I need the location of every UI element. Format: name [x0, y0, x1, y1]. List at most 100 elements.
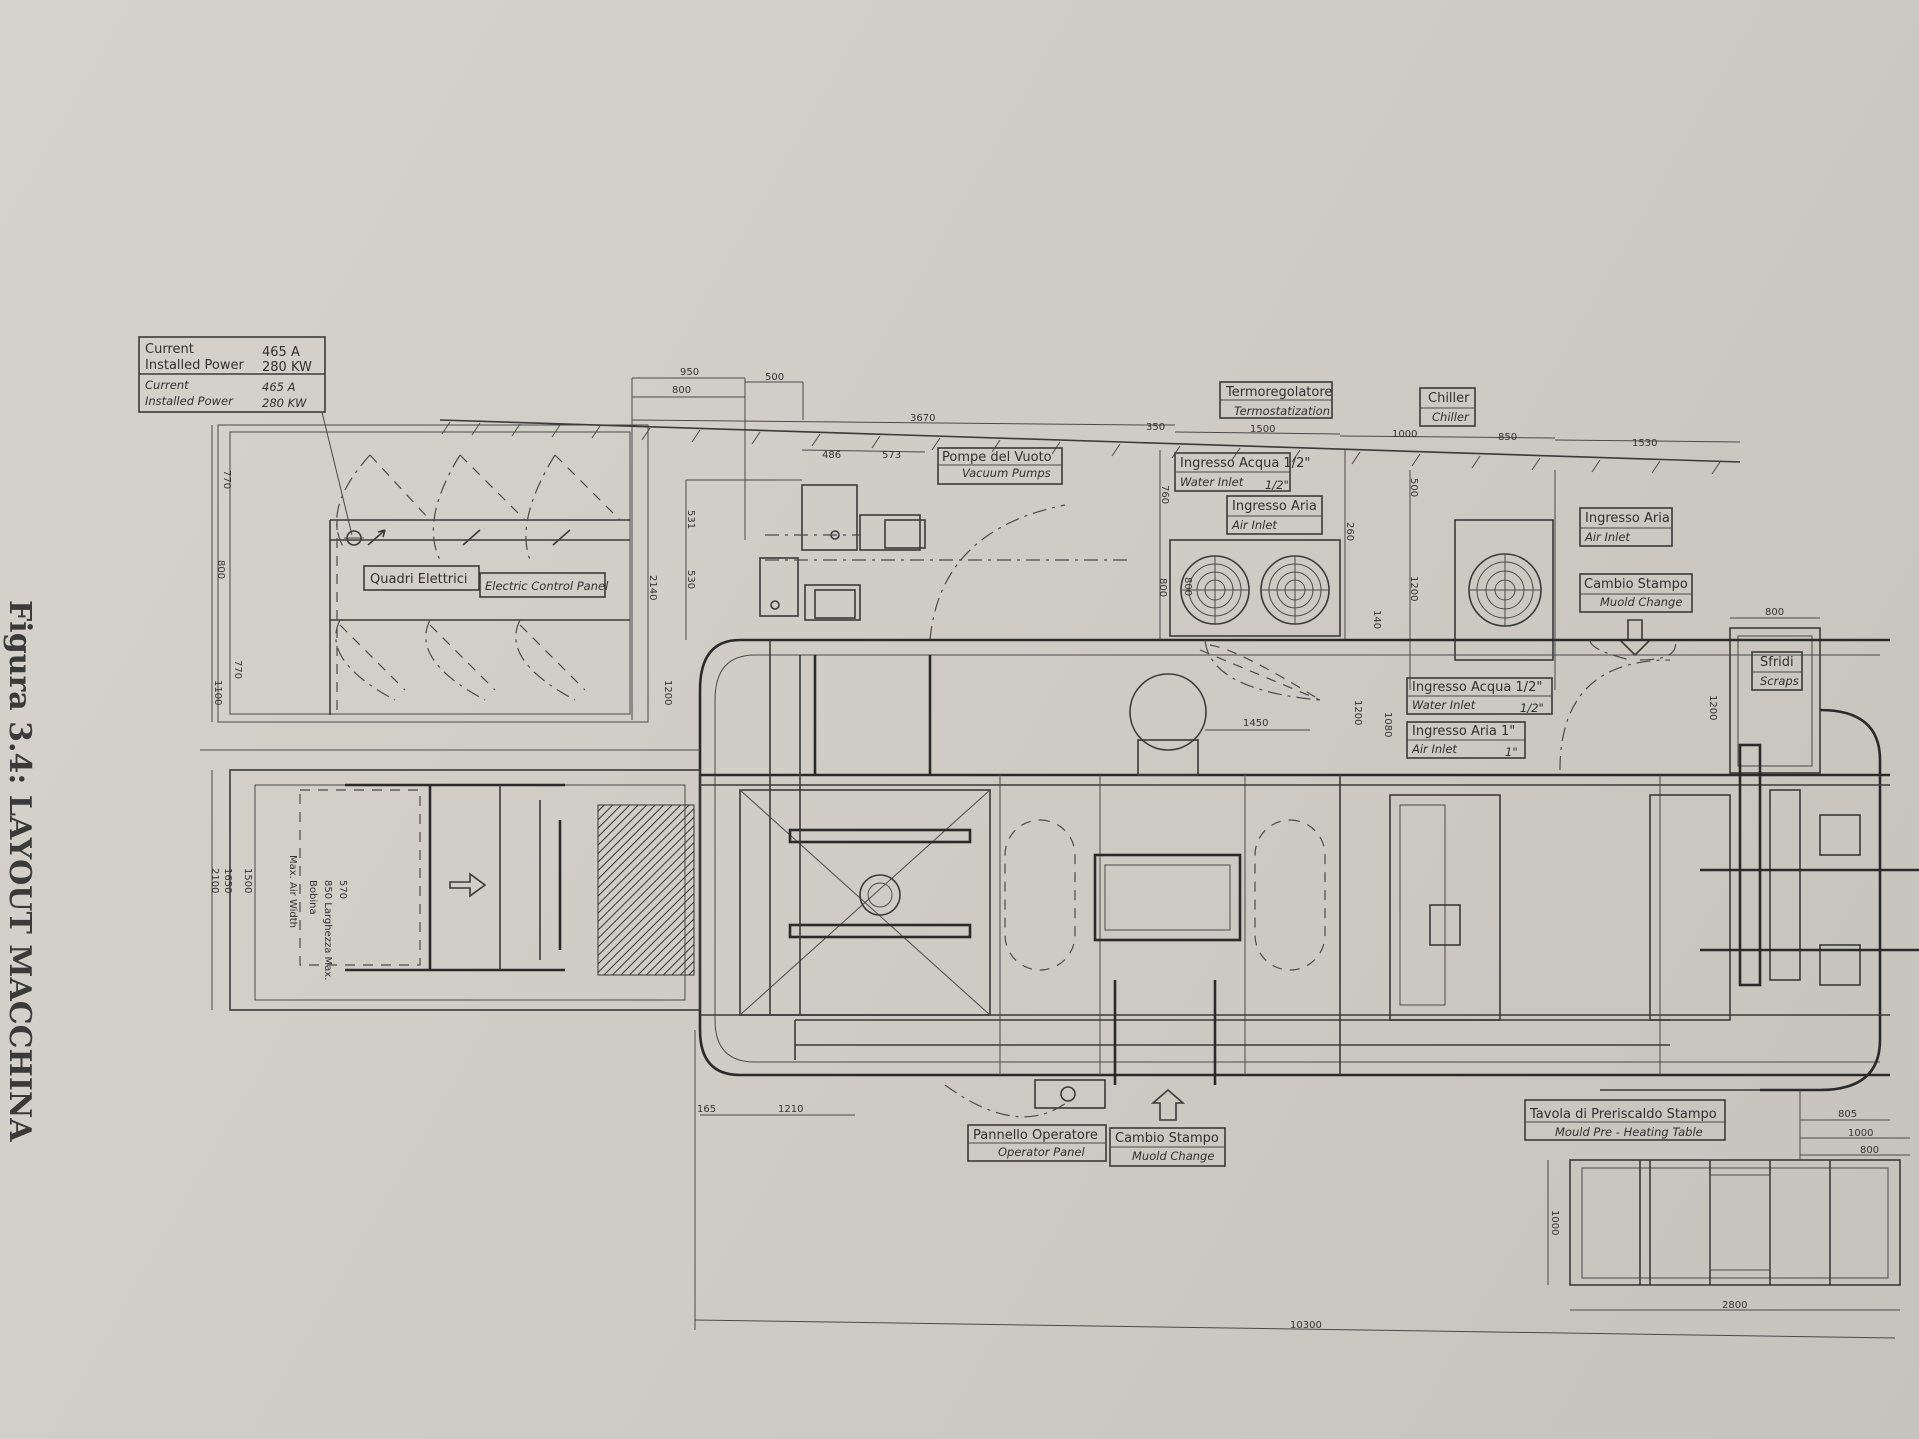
dim-500: 500: [765, 372, 784, 383]
ingresso-aria-top-label: Ingresso Aria: [1232, 499, 1317, 514]
dim-770-a: 770: [221, 470, 232, 489]
dim-570: 570: [337, 880, 348, 899]
dim-800-c: 800: [1157, 578, 1168, 597]
dim-760: 760: [1159, 485, 1170, 504]
air-inlet-right-label: Air Inlet: [1584, 530, 1630, 544]
tavola-preriscaldo-label: Tavola di Preriscaldo Stampo: [1529, 1107, 1717, 1122]
scraps-area: Sfridi Scraps 800 1200: [1707, 607, 1821, 774]
sfridi-label: Sfridi: [1760, 655, 1794, 670]
dim-1200-b: 1200: [1408, 576, 1419, 601]
water-inlet-top-size: 1/2": [1265, 478, 1289, 492]
right-arrow-icon: [449, 872, 487, 898]
dim-800-top: 800: [1765, 607, 1784, 618]
dim-531: 531: [685, 510, 696, 529]
machine-frame: 800 1450 1200 1080: [698, 577, 1919, 1092]
dim-1500: 1500: [1250, 424, 1275, 435]
dim-950: 950: [680, 367, 699, 378]
installed-power-label: Installed Power: [145, 358, 244, 373]
dim-500-b: 500: [1408, 478, 1419, 497]
termostatization-label: Termostatization: [1234, 404, 1330, 418]
pompe-vuoto-label: Pompe del Vuoto: [942, 450, 1052, 465]
dim-2140: 2140: [647, 575, 658, 600]
max-air-width-label: Max. Air Width: [287, 855, 298, 928]
utilities-area: Termoregolatore Termostatization Chiller…: [1157, 381, 1693, 690]
ingresso-aria-mid-label: Ingresso Aria 1": [1412, 724, 1515, 739]
current-label-italic: Current: [145, 378, 189, 392]
bottom-dimension-chain: 165 1210 10300 805 1000 800: [694, 1030, 1910, 1339]
air-inlet-top-label: Air Inlet: [1231, 518, 1277, 532]
mould-change-top-label: Muold Change: [1600, 595, 1682, 609]
dim-140: 140: [1371, 610, 1382, 629]
unwinder-area: 2100 1650 1500 850 Larghezza Max. Bobina…: [200, 749, 701, 1011]
scraps-label: Scraps: [1760, 674, 1799, 688]
water-inlet-top-label: Water Inlet: [1180, 475, 1244, 489]
dim-800-c-2: 800: [1182, 577, 1193, 596]
installed-power-label-italic: Installed Power: [145, 394, 234, 408]
current-value: 465 A: [262, 345, 300, 360]
vacuum-pumps-area: 486 573 531 530 2140 1200 Pompe del Vuot…: [647, 447, 1130, 705]
power-info-box: Current 465 A Installed Power 280 KW Cur…: [138, 336, 353, 536]
installed-power-value-italic: 280 KW: [262, 396, 307, 410]
dim-530: 530: [685, 570, 696, 589]
figure-caption: Figura 3.4: LAYOUT MACCHINA: [2, 600, 37, 1142]
dim-1530: 1530: [1632, 438, 1657, 449]
cambio-stampo-top-label: Cambio Stampo: [1584, 577, 1688, 592]
dim-800-e: 800: [1860, 1145, 1879, 1156]
dim-2800: 2800: [1722, 1300, 1747, 1311]
water-inlet-mid-label: Water Inlet: [1412, 698, 1476, 712]
air-inlet-mid-size: 1": [1505, 745, 1518, 759]
installed-power-value: 280 KW: [262, 360, 312, 375]
mould-preheating-label: Mould Pre - Heating Table: [1555, 1125, 1703, 1139]
mid-inlets: Ingresso Acqua 1/2" Water Inlet 1/2" Ing…: [1406, 677, 1553, 759]
dim-1100: 1100: [212, 680, 223, 705]
fan-icon: [1260, 555, 1330, 625]
dim-573: 573: [882, 450, 901, 461]
hatched-block: [597, 804, 695, 976]
dim-1000-b: 1000: [1848, 1128, 1873, 1139]
down-arrow-icon: [1618, 619, 1652, 657]
water-inlet-mid-size: 1/2": [1520, 701, 1544, 715]
pannello-operatore-label: Pannello Operatore: [973, 1128, 1098, 1143]
dim-1200-a: 1200: [662, 680, 673, 705]
mould-change-bottom-label: Muold Change: [1132, 1149, 1214, 1163]
chiller-label-it: Chiller: [1428, 391, 1470, 406]
electric-control-panel-label: Electric Control Panel: [485, 579, 609, 593]
ingresso-acqua-mid-label: Ingresso Acqua 1/2": [1412, 680, 1542, 695]
current-label: Current: [145, 342, 194, 357]
dim-770-b: 770: [232, 660, 243, 679]
dim-850: 850: [1498, 432, 1517, 443]
dim-1210: 1210: [778, 1104, 803, 1115]
larghezza-label: 850 Larghezza Max.: [322, 880, 333, 980]
dim-1080: 1080: [1382, 712, 1393, 737]
fan-icon: [1468, 553, 1542, 627]
fan-icon: [1180, 555, 1250, 625]
top-dimension-chain: 950 500 800 3670 350 1500 1000 850 1530: [439, 367, 1741, 720]
dim-1650: 1650: [222, 868, 233, 893]
dim-1200-d: 1200: [1707, 695, 1718, 720]
current-value-italic: 465 A: [262, 380, 296, 394]
dim-165: 165: [697, 1104, 716, 1115]
electric-panels-area: Quadri Elettrici Electric Control Panel …: [211, 424, 649, 723]
air-inlet-mid-label: Air Inlet: [1411, 742, 1457, 756]
dim-1000-c: 1000: [1549, 1210, 1560, 1235]
dim-2100: 2100: [209, 868, 220, 893]
dim-1450: 1450: [1243, 718, 1268, 729]
chiller-label-en: Chiller: [1432, 410, 1470, 424]
ingresso-acqua-top-label: Ingresso Acqua 1/2": [1180, 456, 1310, 471]
ingresso-aria-right-label: Ingresso Aria: [1585, 511, 1670, 526]
dim-260: 260: [1344, 522, 1355, 541]
termoregolatore-label: Termoregolatore: [1225, 385, 1332, 400]
vacuum-pumps-label: Vacuum Pumps: [962, 466, 1051, 480]
dim-800-b: 800: [215, 560, 226, 579]
dim-1500-b: 1500: [242, 868, 253, 893]
dim-3670: 3670: [910, 413, 935, 424]
cambio-stampo-bottom-label: Cambio Stampo: [1115, 1131, 1219, 1146]
dim-1200-c: 1200: [1352, 700, 1363, 725]
operator-area: Pannello Operatore Operator Panel Cambio…: [944, 1079, 1226, 1167]
dim-800-a: 800: [672, 385, 691, 396]
mould-preheating-table: Tavola di Preriscaldo Stampo Mould Pre -…: [1524, 1099, 1901, 1311]
operator-panel-label: Operator Panel: [998, 1145, 1085, 1159]
bobina-label: Bobina: [307, 880, 318, 915]
